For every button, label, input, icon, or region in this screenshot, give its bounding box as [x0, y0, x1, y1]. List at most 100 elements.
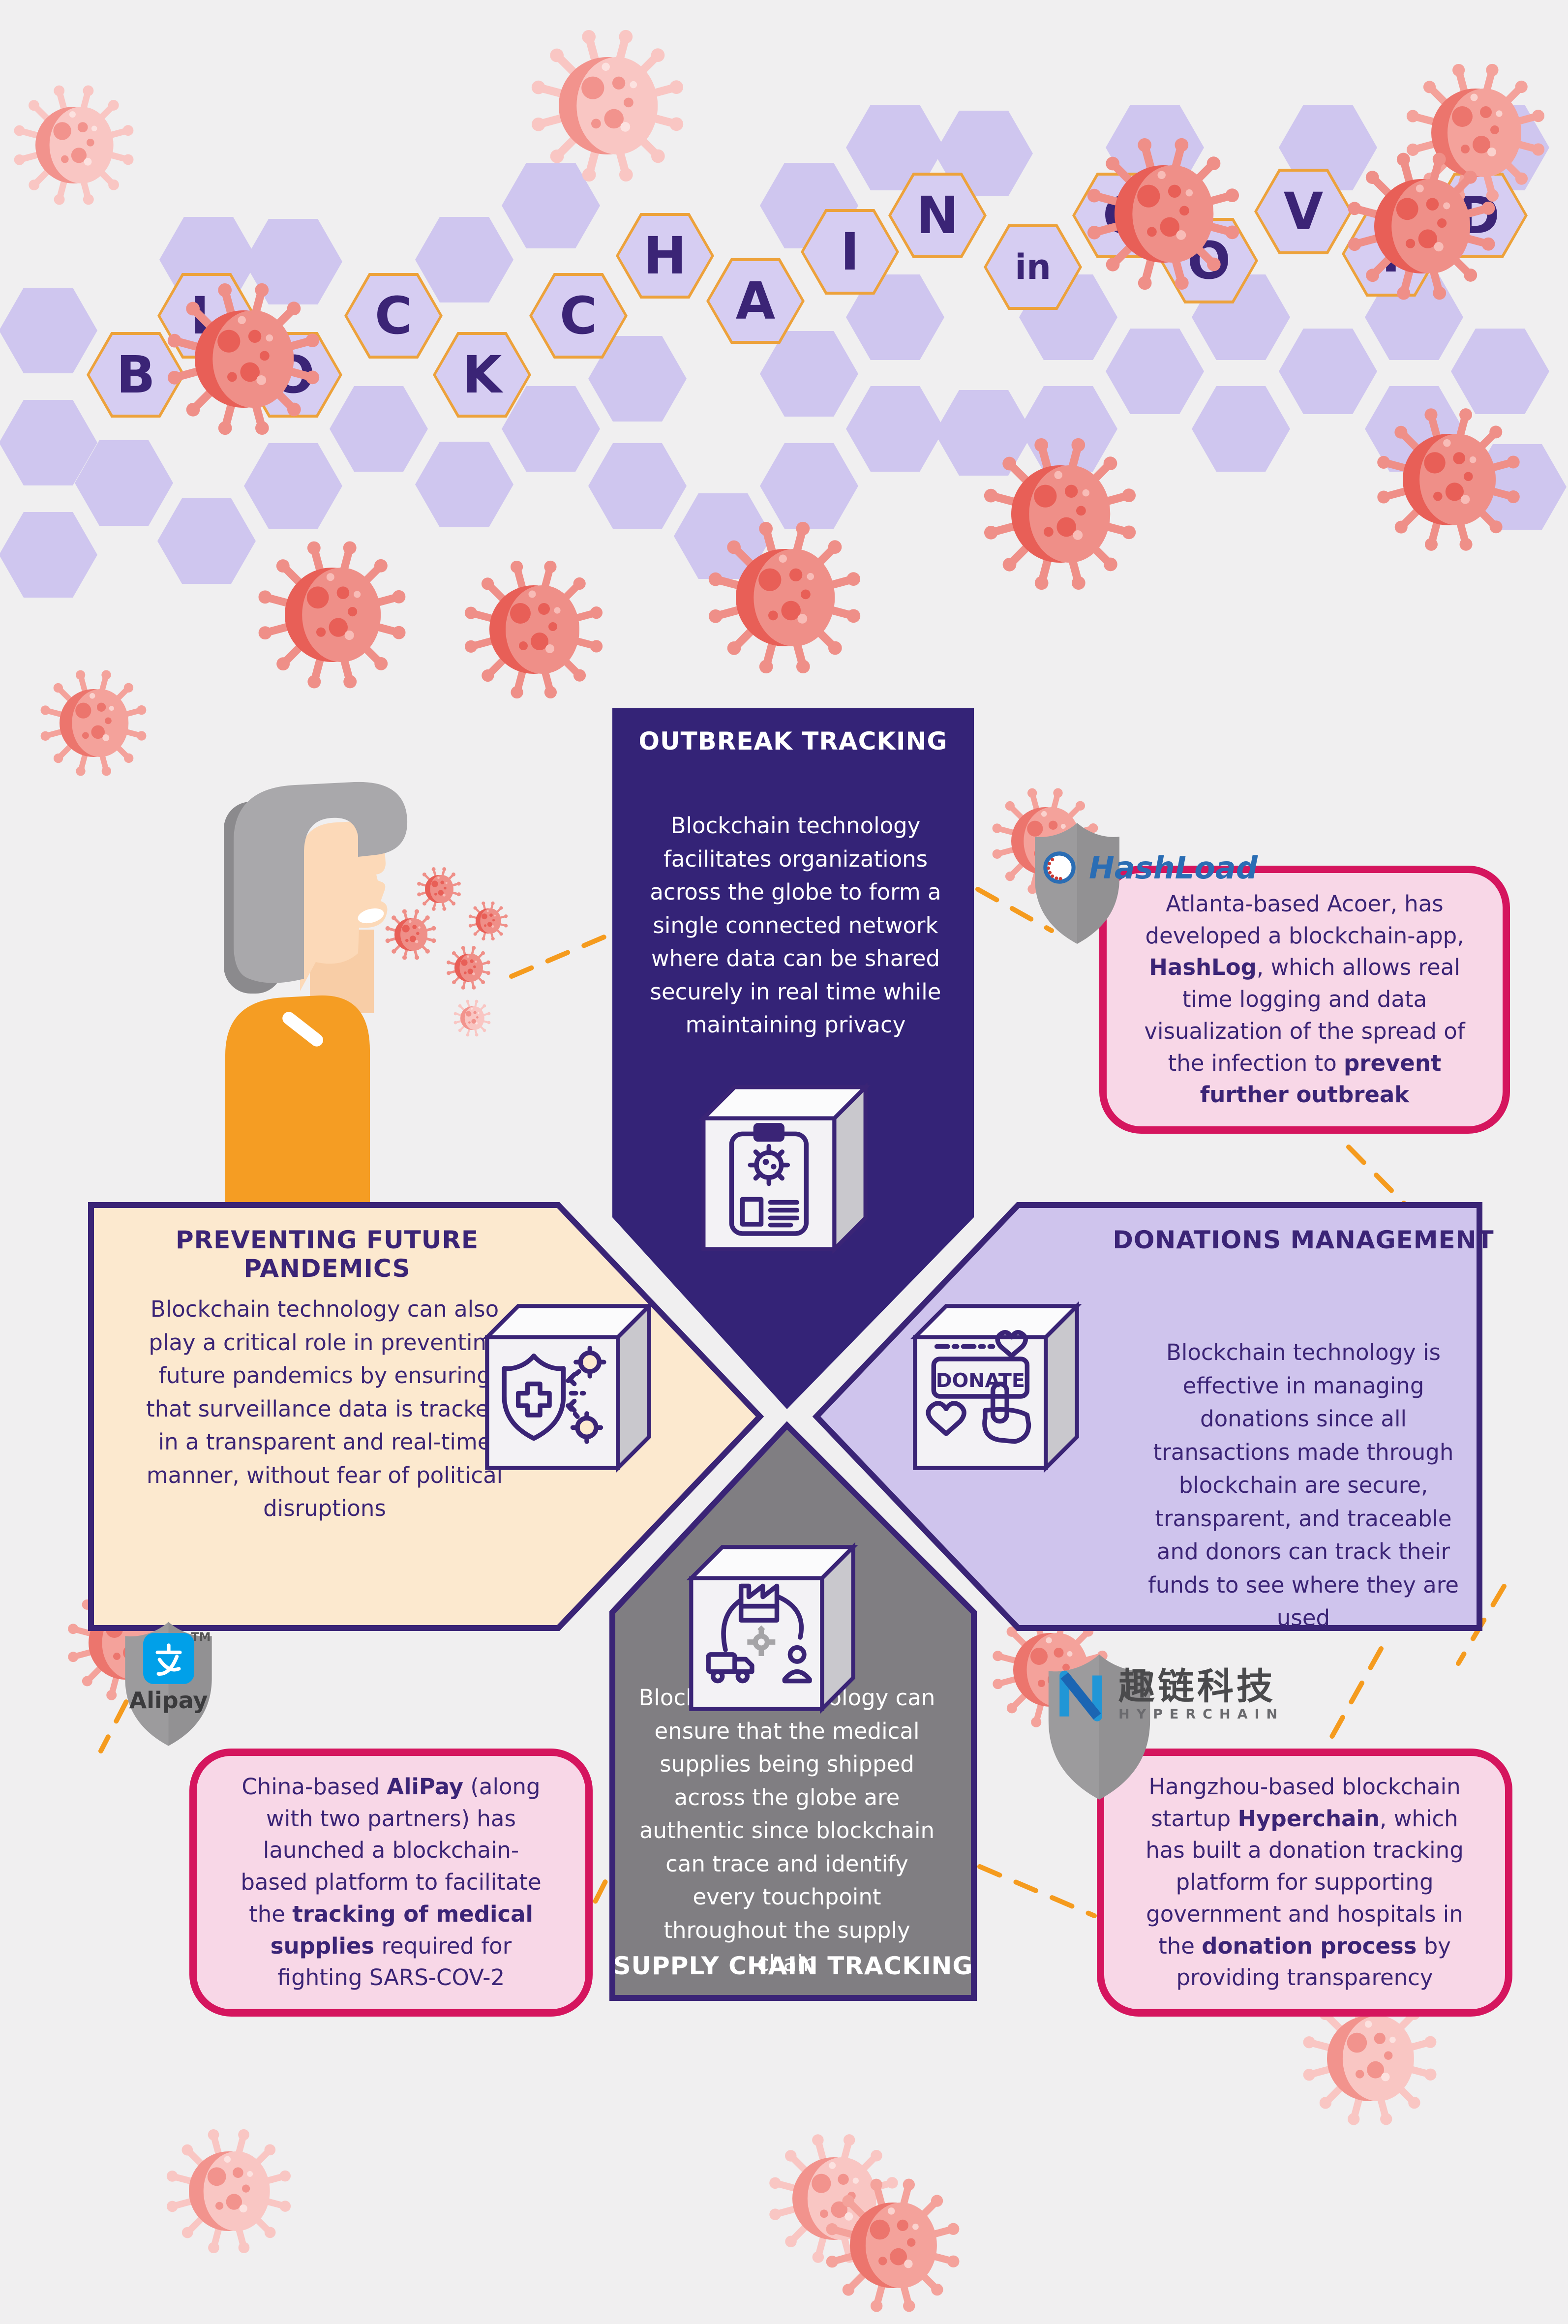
- hyperchain-logo: 趣链科技 HYPERCHAIN: [1050, 1655, 1284, 1734]
- text-segment: tracking of medical supplies: [270, 1901, 533, 1959]
- text-segment: AliPay: [387, 1773, 464, 1800]
- prevention-body: Blockchain technology can also play a cr…: [146, 1296, 503, 1521]
- virus-icon: [37, 666, 150, 780]
- virus-icon: [1298, 1987, 1441, 2130]
- virus-icon: [445, 944, 492, 991]
- virus-icon: [467, 900, 509, 942]
- text-segment: China-based: [241, 1773, 387, 1800]
- hex-letter-N: N: [888, 173, 987, 258]
- hex-letter-text: A: [735, 271, 776, 331]
- virus-icon: [1082, 133, 1244, 295]
- text-segment: by providing transparency: [1176, 1932, 1451, 1991]
- callout-hashlog-text: Atlanta-based Acoer, has developed a blo…: [1141, 888, 1468, 1112]
- connector-dashed-line: [975, 887, 1054, 933]
- torso: [225, 995, 370, 1205]
- alipay-tm: TM: [191, 1630, 211, 1644]
- callout-alipay: China-based AliPay (along with two partn…: [189, 1749, 593, 2017]
- outbreak-title: OUTBREAK TRACKING: [638, 727, 948, 755]
- callout-hyperchain-text: Hangzhou-based blockchain startup Hyperc…: [1139, 1771, 1471, 1994]
- callout-alipay-text: China-based AliPay (along with two partn…: [231, 1771, 551, 1994]
- virus-icon: [416, 866, 462, 912]
- text-segment: donation process: [1202, 1932, 1417, 1959]
- hex-letter-A: A: [706, 258, 805, 344]
- hexagon-decor: [157, 498, 256, 584]
- connector-dashed-line: [509, 930, 618, 979]
- hyperchain-logo-cn: 趣链科技: [1118, 1665, 1276, 1708]
- text-segment: prevent further outbreak: [1200, 1050, 1442, 1108]
- hex-inner: N: [891, 176, 984, 255]
- hyperchain-logo-mark: [1059, 1670, 1102, 1721]
- hex-letter-in: in: [984, 224, 1082, 310]
- virus-icon: [703, 516, 866, 679]
- hex-letter-text: B: [116, 345, 155, 405]
- hex-letter-text: C: [559, 286, 598, 346]
- outbreak-icon-box: [698, 1082, 871, 1254]
- alipay-logo: TM Alipay: [118, 1630, 219, 1714]
- hex-letter-text: C: [374, 286, 413, 346]
- text-segment: Hangzhou-based blockchain startup: [1148, 1773, 1461, 1832]
- click-hand-icon: [982, 1381, 1031, 1444]
- hex-inner: H: [619, 216, 711, 296]
- prevention-icon-box: [482, 1301, 654, 1473]
- coughing-person-illustration: [224, 782, 408, 1205]
- virus-icon: [1343, 148, 1500, 305]
- open-mouth: [358, 908, 384, 924]
- text-segment: HashLog: [1149, 954, 1257, 981]
- hex-inner: A: [709, 261, 802, 341]
- shoulder-highlight: [282, 1012, 323, 1047]
- virus-icon: [253, 536, 411, 694]
- virus-icon: [10, 81, 138, 209]
- donations-icon-box: DONATE: [910, 1301, 1082, 1473]
- alipay-logo-mark: TM: [143, 1630, 211, 1684]
- hyperchain-logo-en: HYPERCHAIN: [1118, 1707, 1285, 1722]
- alipay-logo-text: Alipay: [129, 1687, 208, 1714]
- hex-letter-text: V: [1283, 181, 1324, 241]
- hex-letter-text: K: [462, 345, 502, 405]
- hex-letter-C: C: [529, 273, 628, 359]
- hex-letter-text: I: [840, 222, 860, 282]
- gear-icon: [747, 1625, 776, 1656]
- connector-dashed-line: [1326, 1646, 1384, 1746]
- hex-inner: I: [804, 212, 896, 292]
- face: [300, 821, 388, 991]
- text-segment: (along with two partners) has launched a…: [241, 1773, 542, 1927]
- hex-letter-I: I: [801, 209, 899, 295]
- virus-icon: [162, 278, 325, 440]
- hair-front: [234, 782, 408, 983]
- outbreak-body: Blockchain technology facilitates organi…: [650, 813, 941, 1038]
- hexagon-decor: [588, 443, 687, 529]
- donate-hand-hearts-icon: DONATE: [926, 1330, 1031, 1444]
- callout-hashlog: Atlanta-based Acoer, has developed a blo…: [1099, 866, 1510, 1134]
- virus-icon: [1372, 403, 1525, 556]
- virus-icon: [162, 2125, 295, 2258]
- text-segment: , which has built a donation tracking pl…: [1146, 1805, 1464, 1959]
- virus-icon: [821, 2174, 964, 2317]
- hexagon-decor: [760, 443, 858, 529]
- virus-icon: [384, 907, 438, 962]
- text-segment: Hyperchain: [1237, 1805, 1380, 1832]
- connector-dashed-line: [977, 1864, 1097, 1918]
- donations-title: DONATIONS MANAGEMENT: [1113, 1226, 1494, 1254]
- hexagon-decor: [760, 331, 858, 417]
- virus-icon: [526, 25, 689, 187]
- hex-inner: C: [532, 276, 625, 356]
- hex-letter-text: in: [1015, 247, 1051, 287]
- supply-icon-box: [686, 1542, 858, 1714]
- virus-icon: [979, 433, 1141, 595]
- text-segment: Atlanta-based Acoer, has developed a blo…: [1145, 890, 1464, 949]
- donate-label: DONATE: [936, 1369, 1025, 1392]
- donations-body: Blockchain technology is effective in ma…: [1148, 1339, 1459, 1631]
- hex-letter-text: H: [643, 226, 687, 286]
- virus-icon: [460, 556, 607, 703]
- hashload-logo: HashLoad: [1037, 845, 1258, 890]
- hashload-logo-text: HashLoad: [1089, 849, 1258, 886]
- text-segment: required for fighting SARS-COV-2: [277, 1932, 512, 1991]
- supply-title: SUPPLY CHAIN TRACKING: [613, 1952, 973, 1980]
- callout-hyperchain: Hangzhou-based blockchain startup Hyperc…: [1097, 1749, 1512, 2017]
- connector-dashed-line: [1346, 1145, 1409, 1208]
- hex-letter-H: H: [616, 213, 714, 299]
- factory-truck-person-cycle-icon: [706, 1583, 812, 1684]
- prevention-title: PREVENTING FUTURE PANDEMICS: [175, 1226, 479, 1283]
